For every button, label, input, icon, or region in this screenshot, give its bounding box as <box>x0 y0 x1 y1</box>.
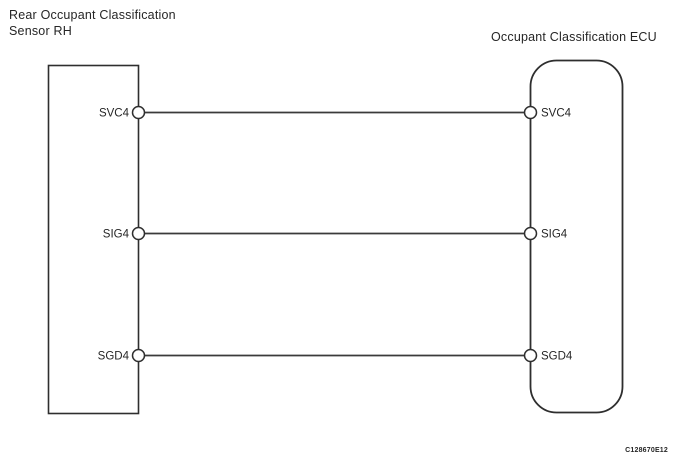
left-component-title-line1: Rear Occupant Classification <box>9 8 176 22</box>
left-terminal-circle-svc4 <box>131 105 146 120</box>
right-pin-label-sig4: SIG4 <box>541 229 568 241</box>
left-component-box <box>47 64 140 415</box>
right-pin-label-sgd4: SGD4 <box>541 351 573 363</box>
left-terminal-circle-sig4 <box>131 226 146 241</box>
left-component-title-line2: Sensor RH <box>9 24 72 38</box>
left-pin-label-sgd4: SGD4 <box>98 351 130 363</box>
left-pin-label-svc4: SVC4 <box>99 108 130 120</box>
left-pin-label-sig4: SIG4 <box>103 229 130 241</box>
right-terminal-circle-svc4 <box>523 105 538 120</box>
right-component-title: Occupant Classification ECU <box>491 30 657 44</box>
right-terminal-circle-sig4 <box>523 226 538 241</box>
right-terminal-circle-sgd4 <box>523 348 538 363</box>
right-pin-label-svc4: SVC4 <box>541 108 572 120</box>
figure-code: C128670E12 <box>625 447 668 454</box>
left-terminal-circle-sgd4 <box>131 348 146 363</box>
